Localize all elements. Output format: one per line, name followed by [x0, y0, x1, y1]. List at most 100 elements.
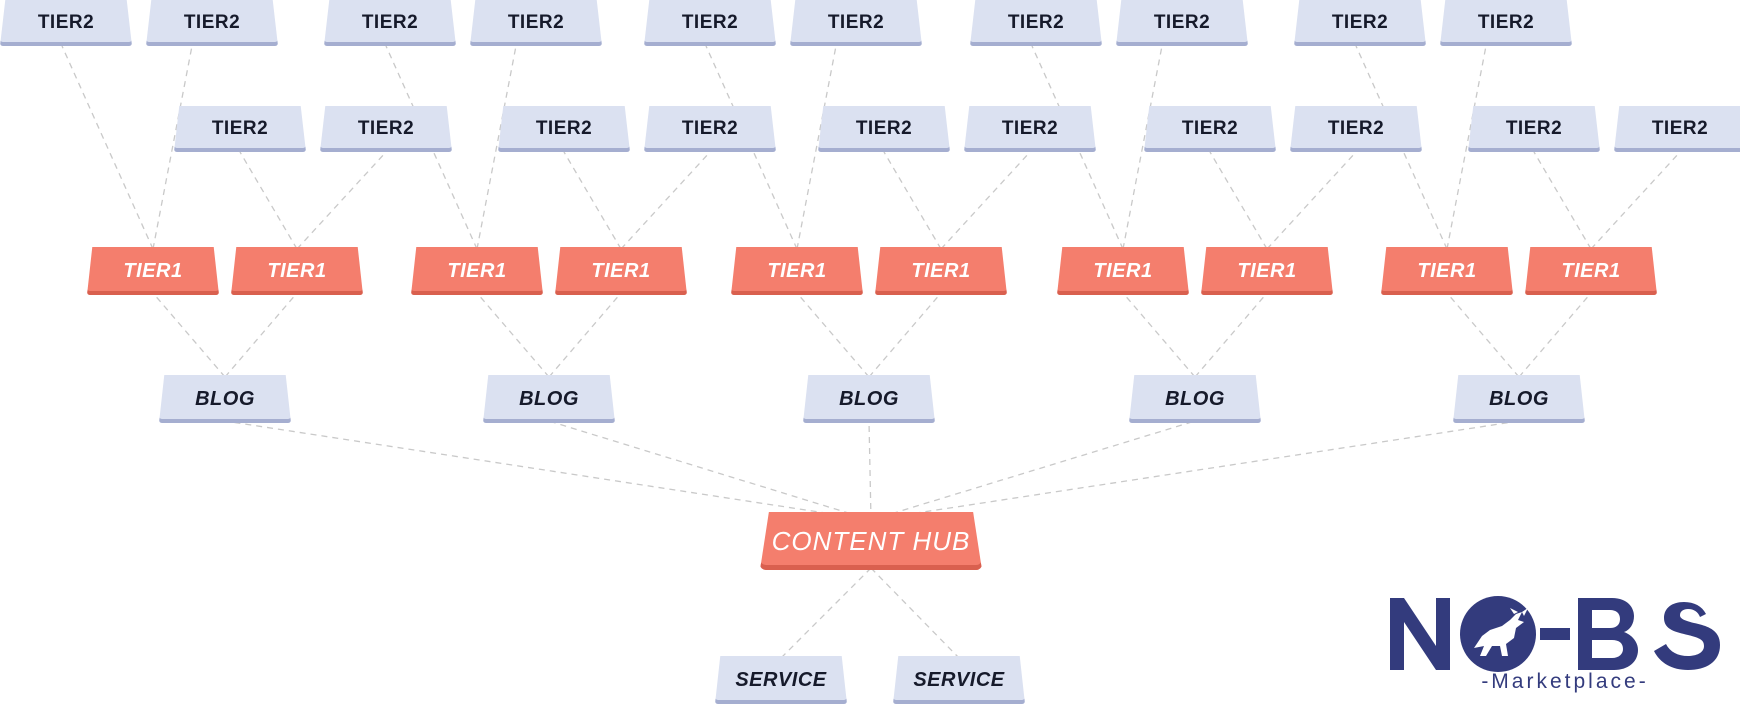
blog-node-3: BLOG: [803, 375, 935, 423]
tier1-node-label: TIER1: [447, 259, 507, 282]
service-node-2-label: SERVICE: [913, 668, 1005, 691]
tier2-node: TIER2: [320, 106, 452, 152]
connector-line: [1266, 151, 1357, 250]
connector-line: [476, 45, 517, 250]
tier2-node: TIER2: [1144, 106, 1276, 152]
tier1-node: TIER1: [555, 247, 687, 295]
connector-line: [883, 151, 942, 250]
connector-line: [620, 151, 711, 250]
tier1-node-label: TIER1: [767, 259, 827, 282]
connector-line: [1194, 292, 1268, 378]
tier2-node-label: TIER2: [361, 12, 419, 33]
brand-logo: -Marketplace-: [1390, 590, 1740, 704]
tier2-node: TIER2: [174, 106, 306, 152]
tier2-node-label: TIER2: [1001, 118, 1059, 139]
connector-line: [152, 292, 226, 378]
connector-line: [476, 292, 550, 378]
tier2-node: TIER2: [818, 106, 950, 152]
connector-line: [296, 151, 387, 250]
tier2-node: TIER2: [1116, 0, 1248, 46]
logo-mark: [1390, 596, 1720, 672]
tier1-node: TIER1: [1381, 247, 1513, 295]
connector-line: [1122, 292, 1196, 378]
service-node-2: SERVICE: [893, 656, 1025, 704]
connector-line: [940, 151, 1031, 250]
tier2-node-label: TIER2: [855, 118, 913, 139]
tier2-node: TIER2: [1290, 106, 1422, 152]
tier1-node-label: TIER1: [1417, 259, 1477, 282]
connector-line: [868, 420, 872, 521]
tier2-node: TIER2: [964, 106, 1096, 152]
connector-line: [548, 292, 622, 378]
connector-line: [224, 420, 872, 521]
tier2-node-label: TIER2: [211, 118, 269, 139]
connector-line: [1122, 45, 1163, 250]
service-node-1-label: SERVICE: [735, 668, 827, 691]
tier2-node: TIER2: [644, 106, 776, 152]
connector-line: [870, 420, 1520, 521]
tier2-node: TIER2: [470, 0, 602, 46]
tier1-node: TIER1: [1525, 247, 1657, 295]
tier2-node-label: TIER2: [37, 12, 95, 33]
tier1-node: TIER1: [87, 247, 219, 295]
tier2-node-label: TIER2: [1505, 118, 1563, 139]
connector-line: [1209, 151, 1268, 250]
tier2-node: TIER2: [790, 0, 922, 46]
tier2-node-label: TIER2: [535, 118, 593, 139]
connector-line: [796, 292, 870, 378]
connector-line: [1446, 45, 1487, 250]
tier1-node: TIER1: [875, 247, 1007, 295]
tier1-node-label: TIER1: [591, 259, 651, 282]
tier1-node-label: TIER1: [1093, 259, 1153, 282]
tier1-node-label: TIER1: [123, 259, 183, 282]
connector-line: [1533, 151, 1592, 250]
blog-node-5-label: BLOG: [1489, 387, 1549, 410]
blog-node-4: BLOG: [1129, 375, 1261, 423]
connector-line: [1446, 292, 1520, 378]
tier1-node: TIER1: [231, 247, 363, 295]
tier1-node-label: TIER1: [1237, 259, 1297, 282]
tier2-node: TIER2: [1294, 0, 1426, 46]
connector-line: [548, 420, 872, 521]
tier2-node-label: TIER2: [1153, 12, 1211, 33]
content-hub-node-label: CONTENT HUB: [771, 525, 971, 556]
connector-line: [868, 292, 942, 378]
tier1-node: TIER1: [1201, 247, 1333, 295]
connector-line: [224, 292, 298, 378]
blog-node-1: BLOG: [159, 375, 291, 423]
blog-node-2-label: BLOG: [519, 387, 579, 410]
tier1-node-label: TIER1: [911, 259, 971, 282]
tier2-node: TIER2: [498, 106, 630, 152]
tier2-node-label: TIER2: [1181, 118, 1239, 139]
connector-line: [61, 45, 154, 250]
blog-node-5: BLOG: [1453, 375, 1585, 423]
tier2-node-label: TIER2: [357, 118, 415, 139]
connector-line: [239, 151, 298, 250]
content-hub-node: CONTENT HUB: [760, 512, 982, 570]
connector-line: [796, 45, 837, 250]
tier2-node-label: TIER2: [507, 12, 565, 33]
tier2-node: TIER2: [1468, 106, 1600, 152]
blog-node-1-label: BLOG: [195, 387, 255, 410]
tier2-node: TIER2: [1614, 106, 1740, 152]
connector-line: [152, 45, 193, 250]
tier2-node-label: TIER2: [183, 12, 241, 33]
blog-node-3-label: BLOG: [839, 387, 899, 410]
tier2-node: TIER2: [970, 0, 1102, 46]
tier2-node-label: TIER2: [1477, 12, 1535, 33]
tier1-node: TIER1: [731, 247, 863, 295]
connector-line: [780, 567, 872, 659]
connector-line: [563, 151, 622, 250]
tier2-node: TIER2: [0, 0, 132, 46]
tier2-node: TIER2: [1440, 0, 1572, 46]
connector-line: [1590, 151, 1681, 250]
connector-line: [870, 420, 1196, 521]
tier2-node-label: TIER2: [1007, 12, 1065, 33]
tier2-node: TIER2: [146, 0, 278, 46]
blog-node-4-label: BLOG: [1165, 387, 1225, 410]
service-node-1: SERVICE: [715, 656, 847, 704]
tier2-node-label: TIER2: [827, 12, 885, 33]
connector-line: [870, 567, 960, 659]
tier2-node-label: TIER2: [681, 12, 739, 33]
